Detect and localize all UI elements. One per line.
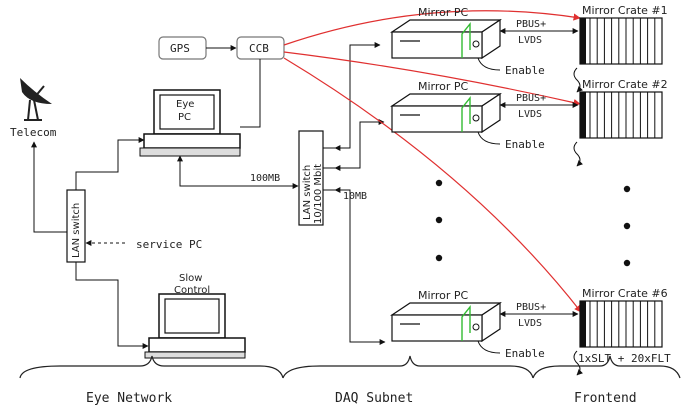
slow-control-line1: Slow <box>179 273 202 284</box>
crate-squiggle <box>573 141 583 167</box>
ccb-to-crate-2-red-link <box>283 51 581 107</box>
lvds-label: LVDS <box>518 318 542 329</box>
pbus-label: PBUS+ <box>516 93 546 104</box>
mirror-crate-label: Mirror Crate #1 <box>582 4 668 17</box>
slow-control-line2: Control <box>174 285 210 296</box>
enable-label: Enable <box>505 347 545 360</box>
telecom-to-switch-link <box>31 141 67 233</box>
mirror-pc-label: Mirror PC <box>418 6 469 19</box>
mirror-crate-box <box>579 300 663 348</box>
switch-to-eye-pc-link <box>75 137 145 190</box>
slow-control-computer-icon <box>144 293 246 359</box>
gps-label: GPS <box>170 42 190 55</box>
mirror-pc-box <box>390 92 502 134</box>
enable-link <box>477 57 501 71</box>
telecom-dish-icon <box>20 78 52 121</box>
enable-label: Enable <box>505 138 545 151</box>
ccb-to-eye-pc-link <box>240 59 261 128</box>
section-label-eye-network: Eye Network <box>86 391 172 406</box>
eye-pc-to-daq-link <box>177 155 299 189</box>
ccb-label: CCB <box>249 42 269 55</box>
enable-link <box>477 131 501 145</box>
crate-squiggle <box>573 350 583 376</box>
pbus-label: PBUS+ <box>516 19 546 30</box>
mirror-pc-box <box>390 301 502 343</box>
eye-pc-computer-icon <box>139 89 241 157</box>
daq-to-mirror-pc-1-link <box>334 42 381 151</box>
mirror-pc-box <box>390 18 502 60</box>
mirror-crate-box <box>579 17 663 65</box>
daq-to-mirror-pc-6-link <box>334 187 386 345</box>
eye-pc-line1: Eye <box>176 99 194 110</box>
mirror-crate-label: Mirror Crate #2 <box>582 78 668 91</box>
mirror-crate-box <box>579 91 663 139</box>
daq-mirror-speed-label: 10MB <box>343 191 367 202</box>
daq-lan-switch-line2: 10/100 Mbit <box>313 164 324 224</box>
telecom-label: Telecom <box>10 126 57 139</box>
mirror-pc-label: Mirror PC <box>418 289 469 302</box>
ccb-to-crate-1-red-link <box>283 10 581 46</box>
section-label-frontend: Frontend <box>574 391 637 406</box>
eye-pc-line2: PC <box>178 112 191 123</box>
eye-daq-speed-label: 100MB <box>250 173 280 184</box>
section-label-daq-subnet: DAQ Subnet <box>335 391 413 406</box>
mirror-row-1: Mirror PC PBUS+ LVDS Enable Mirror Crate #1 <box>390 4 668 93</box>
crate-config-label: 1xSLT + 20xFLT <box>578 352 671 365</box>
pbus-label: PBUS+ <box>516 302 546 313</box>
daq-to-mirror-pc-2-link <box>334 119 385 171</box>
mirror-pc-label: Mirror PC <box>418 80 469 93</box>
mirror-row-2: Mirror PC PBUS+ LVDS Enable Mirror Crate #2 <box>390 78 668 167</box>
enable-label: Enable <box>505 64 545 77</box>
crate-squiggle <box>573 67 583 93</box>
section-braces <box>19 355 681 379</box>
mirror-crate-label: Mirror Crate #6 <box>582 287 668 300</box>
ccb-to-crate-6-red-link <box>283 57 582 313</box>
lvds-label: LVDS <box>518 109 542 120</box>
daq-lan-switch <box>298 130 324 226</box>
daq-lan-switch-line1: LAN switch <box>302 165 313 220</box>
mirror-row-6: Mirror PC PBUS+ LVDS Enable Mirror Crate #6 <box>390 287 668 376</box>
eye-lan-switch-label: LAN switch <box>71 203 82 258</box>
service-pc-label: service PC <box>136 238 202 251</box>
lvds-label: LVDS <box>518 35 542 46</box>
switch-to-slow-control-link <box>75 262 149 349</box>
enable-link <box>477 340 501 354</box>
continuation-dots <box>435 179 631 267</box>
